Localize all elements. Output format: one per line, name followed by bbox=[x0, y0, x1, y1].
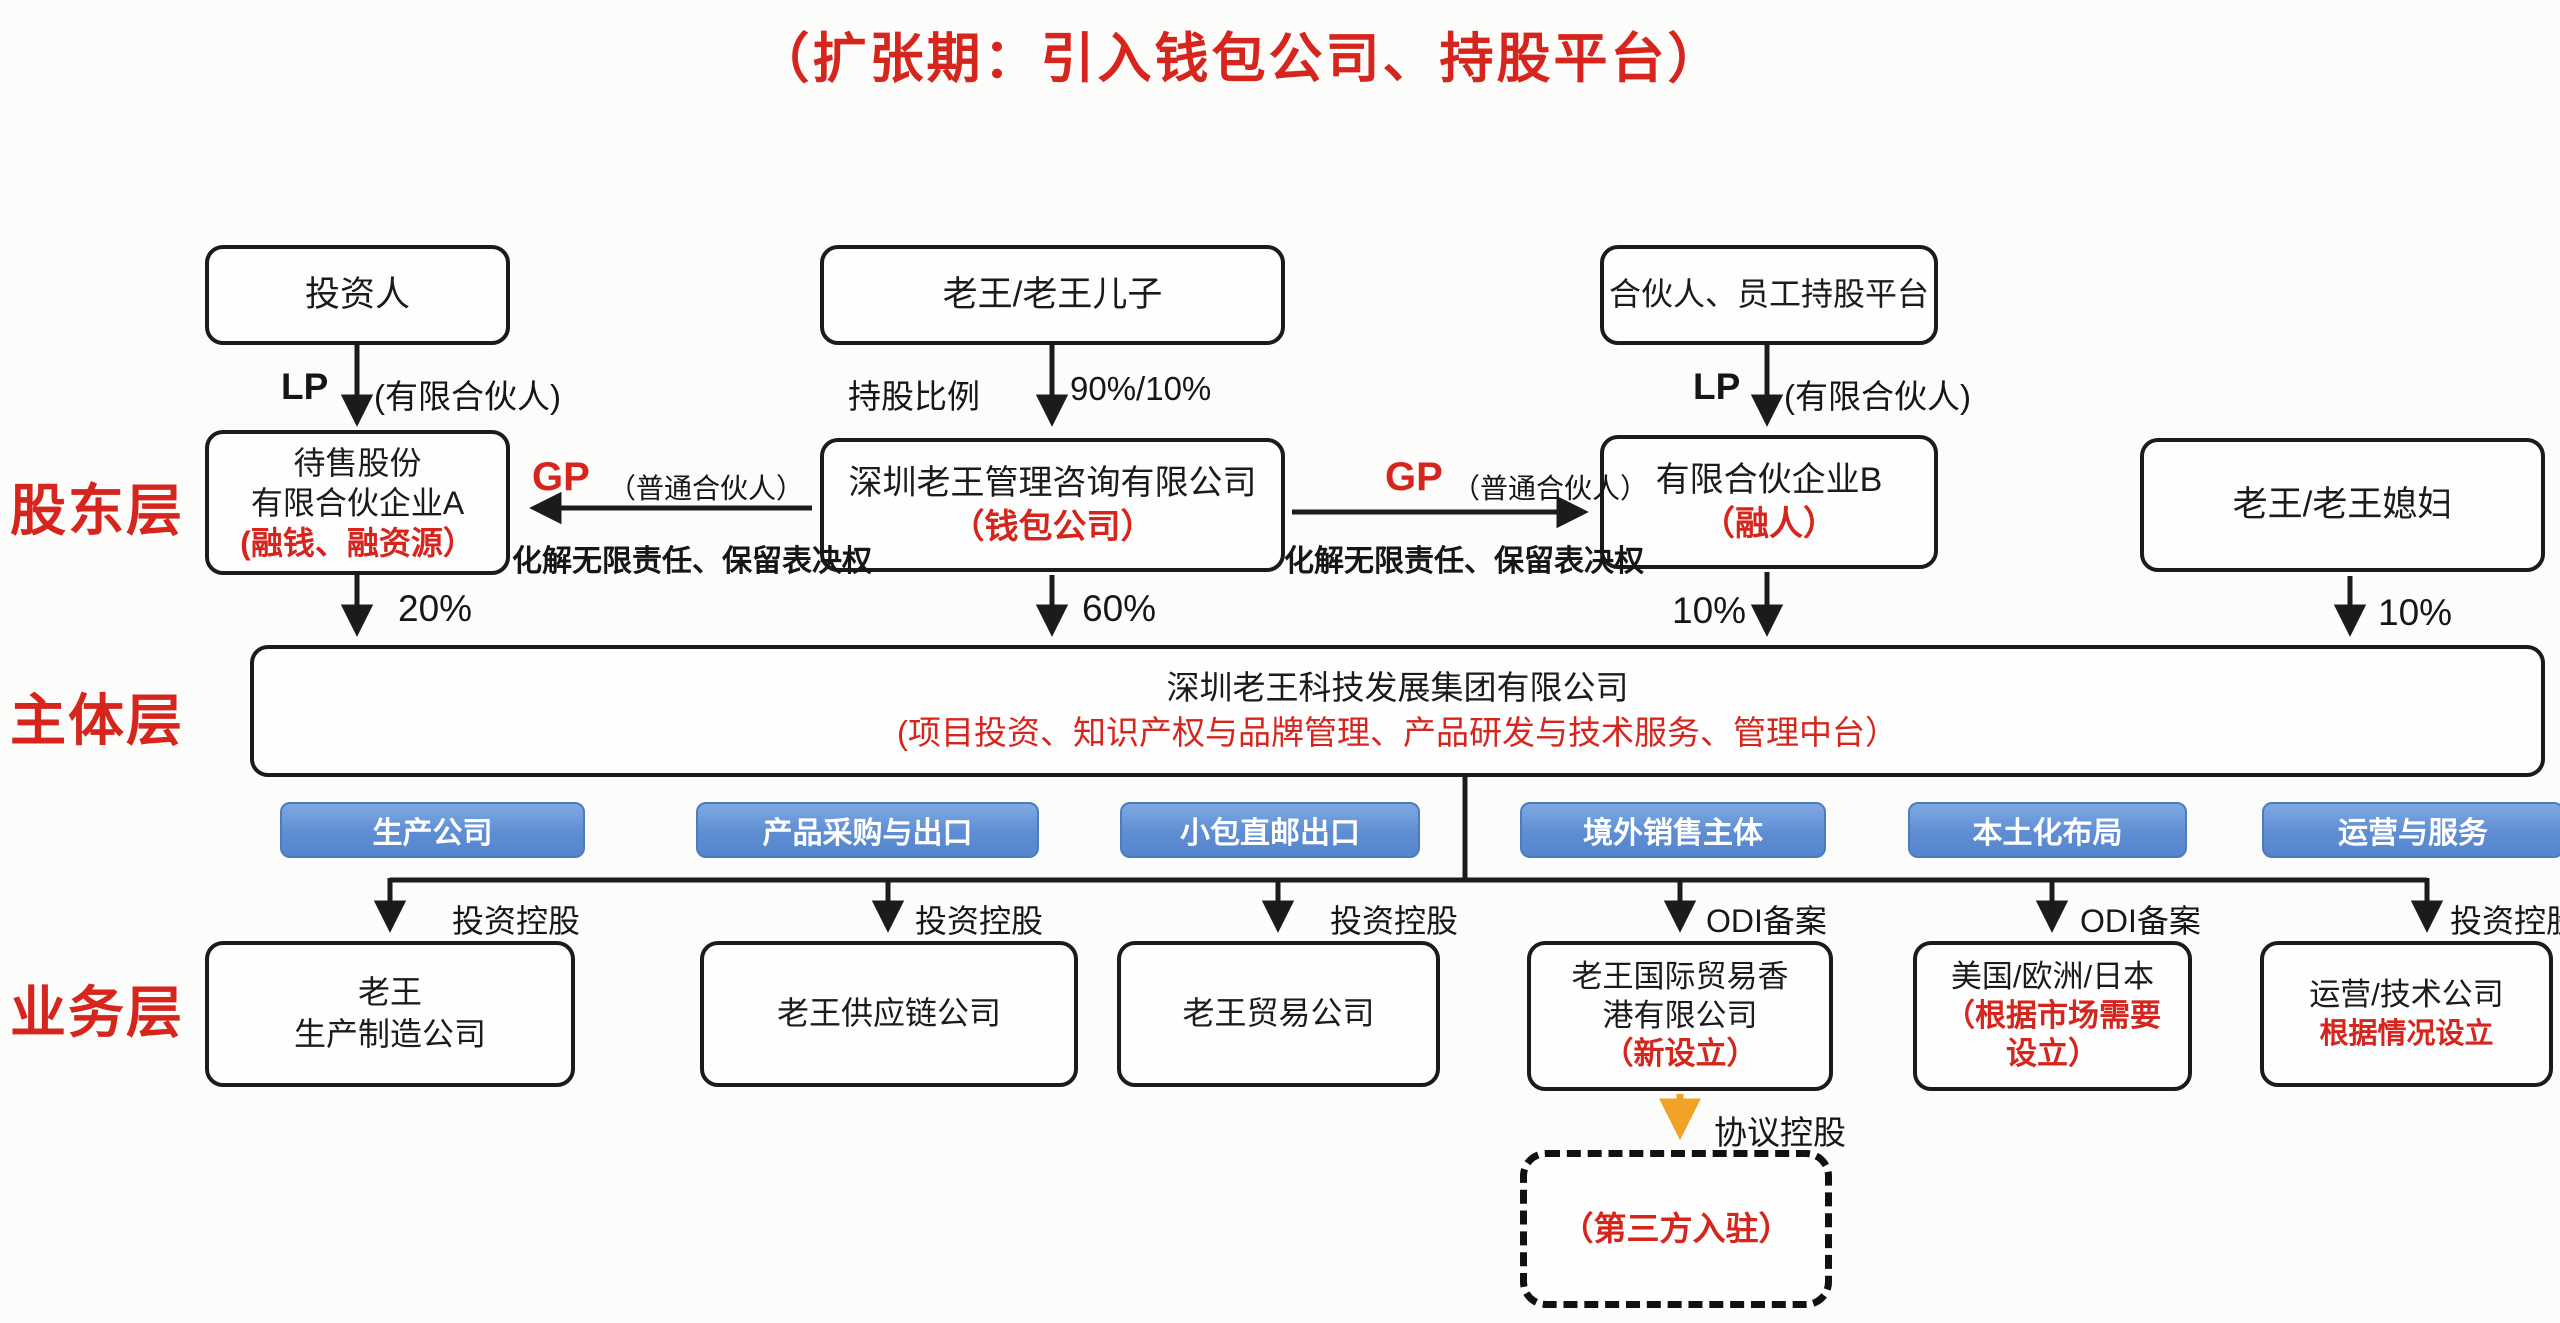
node-wife: 老王/老王媳妇 bbox=[2140, 438, 2545, 572]
node-hk-company: 老王国际贸易香 港有限公司 （新设立） bbox=[1527, 941, 1833, 1091]
edge-label-pct-20: 20% bbox=[398, 588, 473, 629]
node-group-company: 深圳老王科技发展集团有限公司 (项目投资、知识产权与品牌管理、产品研发与技术服务… bbox=[250, 645, 2545, 777]
node-trading: 老王贸易公司 bbox=[1117, 941, 1440, 1087]
edge-label-lp-right-bold: LP bbox=[1693, 366, 1741, 407]
node-overseas-entities: 美国/欧洲/日本 （根据市场需要设立） bbox=[1913, 941, 2192, 1091]
edge-label-gp-right: （普通合伙人） bbox=[1452, 473, 1649, 504]
node-lp-a: 待售股份 有限合伙企业A (融钱、融资源） bbox=[205, 430, 510, 575]
node-lp-b: 有限合伙企业B （融人） bbox=[1600, 435, 1938, 569]
edge-label-gp-left-note: 化解无限责任、保留表决权 bbox=[512, 545, 872, 578]
node-esop: 合伙人、员工持股平台 bbox=[1600, 245, 1938, 345]
edge-label-agreement-control: 协议控股 bbox=[1714, 1114, 1846, 1151]
edge-label-odi-1: ODI备案 bbox=[1706, 903, 1827, 939]
node-investor: 投资人 bbox=[205, 245, 510, 345]
edge-label-lp-left: (有限合伙人) bbox=[374, 378, 561, 415]
edge-label-lp-right: (有限合伙人) bbox=[1784, 378, 1971, 415]
layer-label-shareholder: 股东层 bbox=[10, 479, 184, 542]
tag-overseas-sales-entity: 境外销售主体 bbox=[1520, 802, 1826, 858]
edge-label-invest-4: 投资控股 bbox=[2450, 903, 2560, 939]
edge-label-gp-right-bold: GP bbox=[1385, 455, 1443, 499]
tag-production-company: 生产公司 bbox=[280, 802, 585, 858]
tag-localization: 本土化布局 bbox=[1908, 802, 2187, 858]
edge-label-lp-left-bold: LP bbox=[281, 366, 329, 407]
node-manufacturing: 老王 生产制造公司 bbox=[205, 941, 575, 1087]
edge-label-gp-left-bold: GP bbox=[532, 455, 590, 499]
tag-operation-service: 运营与服务 bbox=[2262, 802, 2560, 858]
edge-label-pct-10-left: 10% bbox=[1672, 590, 1747, 631]
edge-label-invest-2: 投资控股 bbox=[915, 903, 1044, 939]
edge-label-gp-right-note: 化解无限责任、保留表决权 bbox=[1284, 545, 1644, 578]
edge-label-odi-2: ODI备案 bbox=[2080, 903, 2201, 939]
layer-label-business: 业务层 bbox=[10, 981, 184, 1044]
edge-label-invest-3: 投资控股 bbox=[1330, 903, 1459, 939]
page-title: （扩张期：引入钱包公司、持股平台） bbox=[755, 29, 1725, 89]
edge-label-invest-1: 投资控股 bbox=[452, 903, 581, 939]
edge-label-gp-left: （普通合伙人） bbox=[608, 473, 805, 504]
edge-label-pct-10-right: 10% bbox=[2378, 592, 2453, 633]
tag-procurement-export: 产品采购与出口 bbox=[696, 802, 1039, 858]
edge-label-ratio-value: 90%/10% bbox=[1070, 370, 1212, 407]
edge-label-ratio: 持股比例 bbox=[848, 378, 980, 415]
tag-direct-mail-export: 小包直邮出口 bbox=[1120, 802, 1420, 858]
node-founder: 老王/老王儿子 bbox=[820, 245, 1285, 345]
layer-label-entity: 主体层 bbox=[10, 689, 184, 752]
edge-label-pct-60: 60% bbox=[1082, 588, 1157, 629]
node-ops-company: 运营/技术公司 根据情况设立 bbox=[2260, 941, 2553, 1087]
node-store-company: （第三方入驻） bbox=[1520, 1150, 1832, 1308]
node-supply-chain: 老王供应链公司 bbox=[700, 941, 1078, 1087]
node-wallet-company: 深圳老王管理咨询有限公司 （钱包公司） bbox=[820, 438, 1285, 572]
